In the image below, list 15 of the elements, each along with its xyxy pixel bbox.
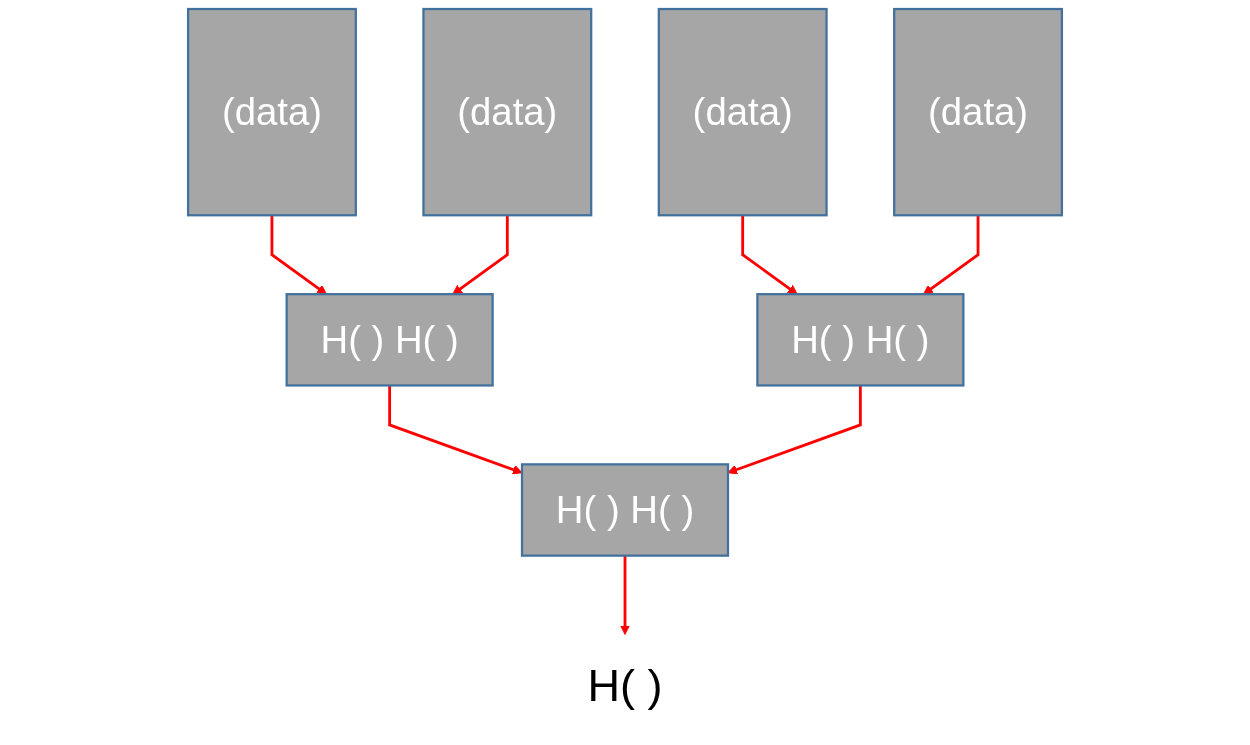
node-box: (data) bbox=[186, 7, 357, 217]
node-box: (data) bbox=[893, 7, 1064, 217]
node-box: (data) bbox=[657, 7, 828, 217]
node-box: H( ) H( ) bbox=[756, 293, 965, 387]
arrow bbox=[741, 215, 798, 295]
arrow bbox=[923, 215, 980, 295]
node-box: H( ) H( ) bbox=[520, 463, 730, 557]
node-box: H( ) H( ) bbox=[285, 293, 494, 387]
arrow bbox=[452, 215, 509, 295]
arrow bbox=[270, 215, 327, 295]
arrow bbox=[727, 385, 862, 475]
arrow bbox=[388, 385, 523, 475]
node-box: (data) bbox=[422, 7, 593, 217]
arrow bbox=[620, 555, 630, 635]
node-text: H( ) bbox=[587, 660, 663, 711]
